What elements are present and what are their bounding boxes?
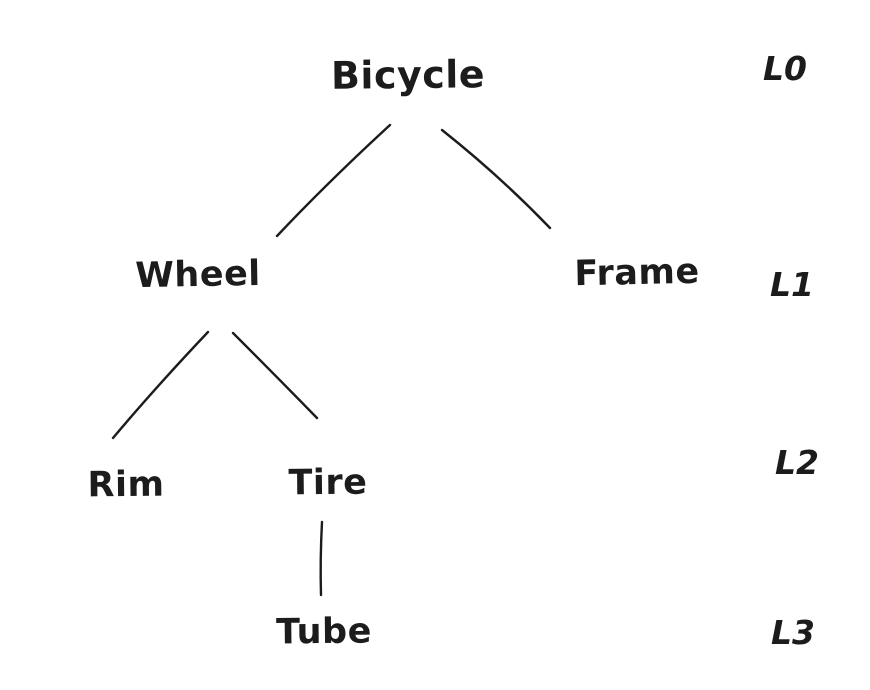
level-label-l0: L0 bbox=[763, 49, 807, 88]
level-label-l2: L2 bbox=[775, 443, 819, 482]
edge-wheel-tire bbox=[231, 331, 319, 420]
node-rim: Rim bbox=[87, 464, 165, 506]
level-label-l3: L3 bbox=[771, 613, 815, 652]
edge-bicycle-frame bbox=[440, 128, 552, 230]
node-tire: Tire bbox=[288, 462, 368, 504]
node-bicycle: Bicycle bbox=[330, 52, 486, 98]
edge-tire-tube bbox=[319, 520, 324, 597]
node-wheel: Wheel bbox=[134, 253, 262, 297]
node-tube: Tube bbox=[275, 611, 373, 653]
edge-bicycle-wheel bbox=[275, 123, 392, 238]
edge-wheel-rim bbox=[111, 330, 210, 440]
node-frame: Frame bbox=[573, 251, 701, 295]
level-label-l1: L1 bbox=[770, 265, 814, 304]
